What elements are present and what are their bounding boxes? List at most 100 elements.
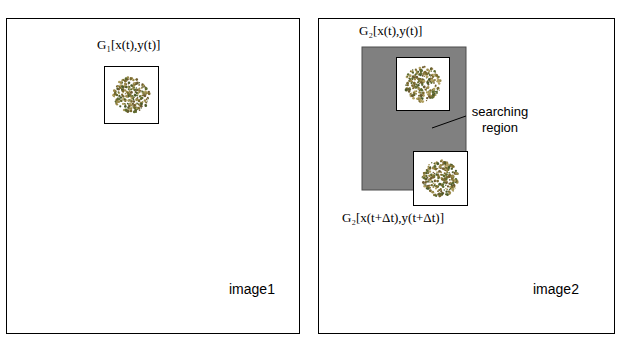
speckle-dot bbox=[415, 69, 417, 71]
speckle-dot bbox=[426, 81, 429, 84]
speckle-dot bbox=[426, 100, 427, 101]
speckle-dot bbox=[434, 74, 435, 75]
speckle-dot bbox=[139, 95, 141, 97]
speckle-dot bbox=[422, 92, 425, 95]
speckle-dot bbox=[117, 100, 120, 103]
speckle-dot bbox=[124, 105, 127, 108]
speckle-dot bbox=[135, 108, 138, 111]
speckle-dot bbox=[412, 88, 413, 89]
speckle-dot bbox=[418, 95, 420, 97]
speckle-dot bbox=[440, 190, 442, 192]
speckle-dot bbox=[124, 98, 126, 100]
speckle-dot bbox=[422, 97, 423, 98]
speckle-dot bbox=[427, 188, 429, 190]
speckle-dot bbox=[414, 82, 416, 84]
speckle-dot bbox=[134, 104, 137, 107]
speckle-dot bbox=[437, 185, 439, 187]
speckle-dot bbox=[419, 78, 421, 80]
speckle-dot bbox=[426, 92, 428, 94]
speckle-dot bbox=[143, 94, 146, 97]
speckle-dot bbox=[148, 98, 149, 99]
speckle-dot bbox=[117, 85, 119, 87]
speckle-dot bbox=[411, 94, 412, 95]
speckle-dot bbox=[121, 94, 123, 96]
speckle-dot bbox=[434, 175, 436, 177]
speckle-dot bbox=[431, 70, 432, 71]
speckle-dot bbox=[452, 189, 454, 191]
speckle-dot bbox=[423, 177, 426, 180]
speckle-dot bbox=[414, 87, 415, 88]
speckle-dot bbox=[433, 88, 436, 91]
speckle-dot bbox=[121, 89, 123, 91]
speckle-dot bbox=[422, 79, 424, 81]
speckle-dot bbox=[449, 179, 451, 181]
speckle-dot bbox=[438, 177, 439, 178]
speckle-dot bbox=[456, 172, 457, 173]
speckle-dot bbox=[414, 78, 416, 80]
speckle-dot bbox=[435, 195, 437, 197]
speckle-dot bbox=[428, 70, 430, 72]
speckle-dot bbox=[416, 84, 418, 86]
speckle-dot bbox=[428, 164, 430, 166]
speckle-dot bbox=[438, 76, 440, 78]
speckle-dot bbox=[405, 89, 408, 92]
speckle-dot bbox=[437, 89, 439, 91]
speckle-dot bbox=[408, 89, 410, 91]
speckle-dot bbox=[118, 91, 119, 92]
subset-label: G₂[x(t),y(t)] bbox=[359, 23, 422, 39]
speckle-dot bbox=[141, 87, 143, 89]
speckle-dot bbox=[120, 81, 123, 84]
speckle-dot bbox=[122, 98, 125, 101]
speckle-dot bbox=[435, 195, 437, 197]
speckle-dot bbox=[138, 82, 140, 84]
speckle-dot bbox=[133, 82, 135, 84]
speckle-dot bbox=[446, 189, 448, 191]
speckle-dot bbox=[134, 94, 137, 97]
speckle-dot bbox=[125, 87, 126, 88]
speckle-dot bbox=[117, 98, 119, 100]
speckle-dot bbox=[433, 182, 435, 184]
speckle-dot bbox=[121, 101, 122, 102]
region-label: searching region bbox=[468, 104, 532, 136]
speckle-dot bbox=[120, 100, 121, 101]
speckle-dot bbox=[419, 67, 422, 70]
speckle-dot bbox=[440, 160, 442, 162]
speckle-dot bbox=[439, 193, 442, 196]
speckle-dot bbox=[431, 68, 432, 69]
speckle-dot bbox=[426, 177, 428, 179]
speckle-dot bbox=[445, 188, 446, 189]
speckle-dot bbox=[136, 89, 138, 91]
speckle-dot bbox=[130, 84, 132, 86]
speckle-dot bbox=[430, 78, 433, 81]
speckle-dot bbox=[140, 103, 142, 105]
speckle-dot bbox=[436, 171, 438, 173]
speckle-dot bbox=[125, 95, 128, 98]
speckle-dot bbox=[148, 91, 150, 93]
speckle-dot bbox=[121, 89, 124, 92]
speckle-dot bbox=[438, 166, 441, 169]
speckle-dot bbox=[445, 190, 447, 192]
speckle-dot bbox=[409, 87, 411, 89]
speckle-dot bbox=[430, 68, 432, 70]
speckle-dot bbox=[447, 194, 449, 196]
speckle-dot bbox=[422, 75, 424, 77]
speckle-dot bbox=[117, 88, 119, 90]
speckle-dot bbox=[415, 73, 417, 75]
speckle-dot bbox=[431, 75, 433, 77]
speckle-dot bbox=[422, 66, 424, 68]
speckle-dot bbox=[114, 92, 117, 95]
speckle-dot bbox=[425, 182, 427, 184]
speckle-dot bbox=[409, 94, 411, 96]
speckle-dot bbox=[410, 93, 412, 95]
speckle-dot bbox=[423, 183, 424, 184]
speckle-dot bbox=[435, 94, 437, 96]
speckle-dot bbox=[407, 76, 408, 77]
speckle-dot bbox=[115, 103, 117, 105]
speckle-dot bbox=[452, 180, 454, 182]
speckle-dot bbox=[429, 184, 431, 186]
speckle-dot bbox=[135, 111, 137, 113]
speckle-dot bbox=[433, 176, 435, 178]
speckle-dot bbox=[431, 184, 433, 186]
speckle-dot bbox=[442, 183, 444, 185]
speckle-dot bbox=[145, 88, 148, 91]
